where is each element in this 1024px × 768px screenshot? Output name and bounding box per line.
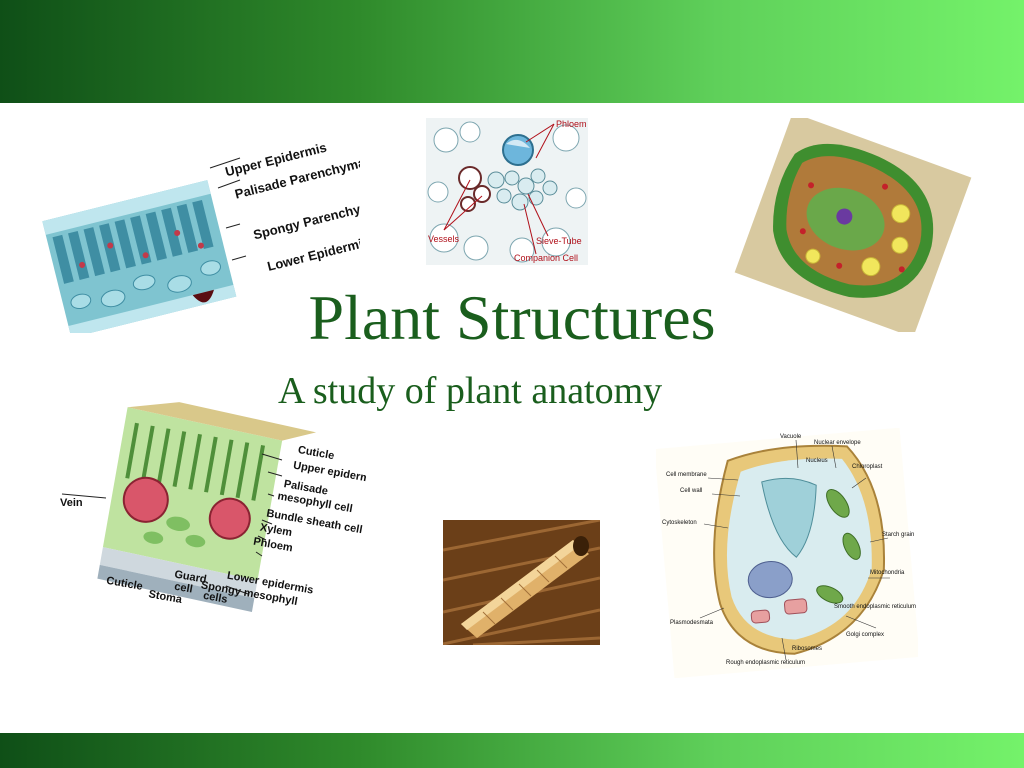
leaf3d-label-cells: cells (202, 590, 228, 606)
cell-label-chloroplast: Chloroplast (852, 464, 883, 470)
cell-label-rough-er: Rough endoplasmic reticulum (726, 660, 805, 666)
stem-label-sieve-tube: Sieve-Tube (536, 236, 582, 246)
cell-label-plasmodesmata: Plasmodesmata (670, 620, 714, 626)
bottom-gradient-band (0, 733, 1024, 768)
leaf-label-lower-epidermis: Lower Epidermis (266, 234, 360, 274)
cell-label-nuclear-envelope: Nuclear envelope (814, 440, 861, 446)
cell-label-mitochondria: Mitochondria (870, 570, 905, 576)
plant-cell-micrograph (734, 118, 972, 332)
leaf3d-label-stoma: Stoma (148, 588, 184, 606)
cell-label-cell-membrane: Cell membrane (666, 472, 707, 478)
stem-label-phloem: Phloem (556, 119, 587, 129)
slide-subtitle: A study of plant anatomy (278, 370, 663, 412)
leaf3d-label-guard-2: cell (173, 581, 193, 596)
slide-title: Plant Structures (308, 282, 716, 353)
cell-label-golgi: Golgi complex (846, 632, 884, 638)
leaf3d-label-xylem: Xylem (259, 522, 293, 539)
plant-cell-diagram: Vacuole Nuclear envelope Nucleus Chlorop… (656, 428, 918, 678)
leaf-3d-diagram: Cuticle Upper epidermis Palisade mesophy… (36, 402, 366, 674)
xylem-vessel-micrograph (443, 520, 600, 645)
leaf3d-label-vein: Vein (60, 497, 83, 509)
cell-label-nucleus: Nucleus (806, 458, 828, 464)
cell-label-cell-wall: Cell wall (680, 488, 702, 494)
top-gradient-band (0, 0, 1024, 103)
stem-label-vessels: Vessels (428, 234, 460, 244)
cell-label-cytoskeleton: Cytoskeleton (662, 520, 697, 526)
cell-label-ribosomes: Ribosomes (792, 646, 822, 652)
stem-label-companion-cell: Companion Cell (514, 253, 578, 263)
leaf3d-label-guard: Guard (173, 568, 207, 585)
stem-cross-section-figure: Phloem Vessels Sieve-Tube Companion Cell (426, 118, 588, 265)
cell-label-smooth-er: Smooth endoplasmic reticulum (834, 604, 916, 610)
leaf-cross-section-figure: Upper Epidermis Palisade Parenchyma Spon… (42, 140, 360, 333)
cell-label-starch-grain: Starch grain (882, 532, 914, 538)
leaf-label-spongy: Spongy Parenchyma (252, 197, 360, 243)
cell-label-vacuole: Vacuole (780, 434, 802, 440)
